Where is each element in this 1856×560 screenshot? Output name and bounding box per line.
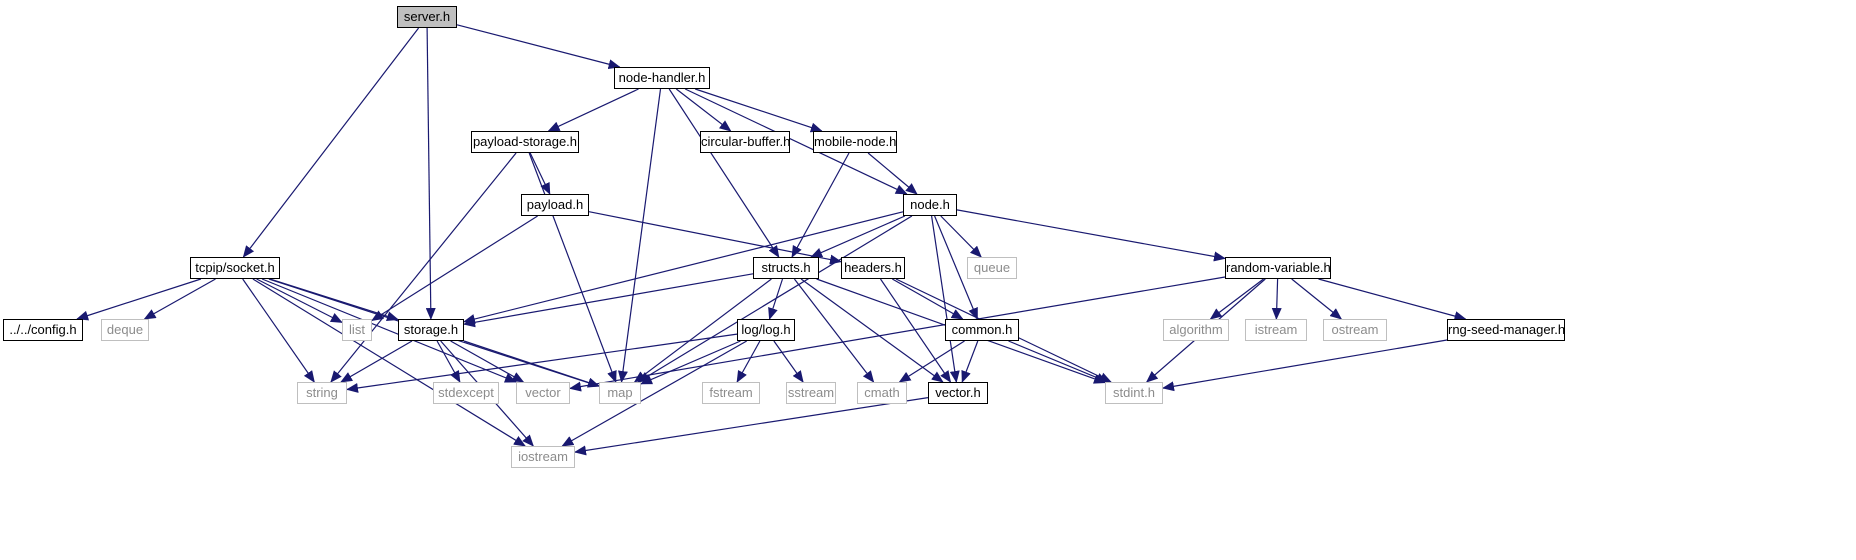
node-algorithm: algorithm: [1163, 319, 1229, 341]
node-storage[interactable]: storage.h: [398, 319, 464, 341]
edge-structs-to-log: [768, 278, 784, 320]
edge-structs-to-map: [633, 278, 772, 383]
edge-log-to-iostream: [561, 340, 747, 447]
node-stdexcept: stdexcept: [433, 382, 499, 404]
edge-node-to-vector-h: [931, 215, 960, 383]
edge-storage-to-vector-std: [450, 340, 525, 383]
edge-mobile-node-to-structs: [791, 152, 850, 258]
edge-node-handler-to-payload-storage: [547, 88, 639, 132]
edge-node-handler-to-node: [684, 88, 908, 195]
edge-node-to-queue: [940, 215, 982, 258]
edge-node-to-common: [934, 215, 978, 320]
edge-random-variable-to-rng-seed-manager: [1318, 278, 1467, 321]
edge-server-to-tcpip-socket: [242, 27, 420, 258]
edge-log-to-fstream: [736, 340, 761, 383]
edge-server-to-storage: [425, 27, 436, 320]
edge-structs-to-cmath: [793, 278, 875, 383]
edge-log-to-map: [640, 340, 741, 385]
edge-payload-to-list: [371, 215, 538, 322]
node-fstream: fstream: [702, 382, 760, 404]
node-mobile-node[interactable]: mobile-node.h: [813, 131, 897, 153]
edge-tcpip-socket-to-deque: [143, 278, 216, 320]
edge-log-to-sstream: [773, 340, 804, 383]
node-deque: deque: [101, 319, 149, 341]
edge-log-to-string: [346, 333, 738, 393]
edge-node-handler-to-circular-buffer: [675, 88, 732, 132]
edge-payload-storage-to-payload: [529, 152, 551, 195]
node-node[interactable]: node.h: [903, 194, 957, 216]
edge-server-to-node-handler: [456, 24, 621, 70]
node-log[interactable]: log/log.h: [737, 319, 795, 341]
node-string: string: [297, 382, 347, 404]
node-common[interactable]: common.h: [945, 319, 1019, 341]
node-server[interactable]: server.h: [397, 6, 457, 28]
edge-random-variable-to-algorithm: [1209, 278, 1264, 320]
edge-headers-to-common: [892, 278, 964, 320]
edge-storage-to-stdexcept: [436, 340, 461, 383]
edge-tcpip-socket-to-vector-std: [261, 278, 517, 383]
edge-node-to-storage: [463, 211, 904, 324]
edge-node-handler-to-map: [617, 88, 662, 383]
edge-tcpip-socket-to-iostream: [252, 278, 526, 447]
edge-random-variable-to-istream: [1271, 278, 1282, 320]
node-ostream: ostream: [1323, 319, 1387, 341]
edge-random-variable-to-ostream: [1291, 278, 1343, 320]
edge-common-to-stdint: [1008, 340, 1109, 383]
edge-node-to-map: [637, 215, 913, 383]
edge-node-handler-to-mobile-node: [695, 88, 823, 133]
node-map: map: [599, 382, 641, 404]
edge-tcpip-socket-to-string: [242, 278, 315, 383]
edge-mobile-node-to-node: [867, 152, 918, 195]
edge-tcpip-socket-to-config: [76, 278, 202, 321]
edge-payload-storage-to-map: [528, 152, 617, 383]
node-random-variable[interactable]: random-variable.h: [1225, 257, 1331, 279]
edge-storage-to-string: [340, 340, 413, 383]
node-structs[interactable]: structs.h: [753, 257, 819, 279]
edge-node-to-structs: [810, 215, 906, 258]
edge-structs-to-storage: [463, 273, 754, 328]
node-headers[interactable]: headers.h: [841, 257, 905, 279]
node-iostream: iostream: [511, 446, 575, 468]
edge-node-to-random-variable: [956, 209, 1226, 262]
node-circular-buffer[interactable]: circular-buffer.h: [700, 131, 790, 153]
node-vector-std: vector: [516, 382, 570, 404]
node-list: list: [342, 319, 372, 341]
edge-common-to-vector-h: [961, 340, 979, 383]
edge-structs-to-vector-h: [800, 278, 944, 383]
edge-node-handler-to-structs: [668, 88, 780, 258]
node-vector-h[interactable]: vector.h: [928, 382, 988, 404]
node-config[interactable]: ../../config.h: [3, 319, 83, 341]
node-payload-storage[interactable]: payload-storage.h: [471, 131, 579, 153]
node-node-handler[interactable]: node-handler.h: [614, 67, 710, 89]
node-payload[interactable]: payload.h: [521, 194, 589, 216]
edge-random-variable-to-vector-std: [569, 276, 1226, 392]
node-stdint: stdint.h: [1105, 382, 1163, 404]
node-queue: queue: [967, 257, 1017, 279]
node-cmath: cmath: [857, 382, 907, 404]
node-istream: istream: [1245, 319, 1307, 341]
edge-common-to-cmath: [898, 340, 965, 383]
edge-rng-seed-manager-to-stdint: [1162, 339, 1448, 392]
node-rng-seed-manager[interactable]: rng-seed-manager.h: [1447, 319, 1565, 341]
edge-payload-storage-to-string: [330, 152, 517, 383]
edge-headers-to-vector-h: [880, 278, 952, 383]
edge-vector-h-to-iostream: [574, 397, 929, 456]
node-tcpip-socket[interactable]: tcpip/socket.h: [190, 257, 280, 279]
edge-tcpip-socket-to-list: [256, 278, 343, 323]
node-sstream: sstream: [786, 382, 836, 404]
